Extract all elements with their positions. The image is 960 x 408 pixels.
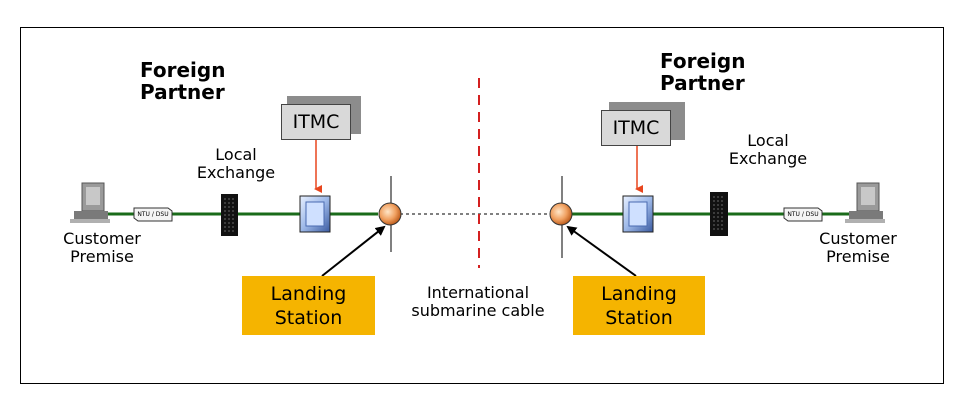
right-customer-line2: Premise [826,247,890,266]
left-exchange-line2: Exchange [196,163,276,182]
left-landing-arrow [321,225,386,277]
cable-line1: International [426,283,530,302]
right-exchange-label: Local Exchange [718,132,818,168]
left-partner-line1: Foreign [140,58,226,82]
left-ntu-label: NTU / DSU [137,211,169,218]
left-ntu-icon [133,207,173,222]
cable-label: International submarine cable [403,284,553,320]
left-partner-line2: Partner [140,80,225,104]
left-switch-icon [299,195,331,233]
right-landing-line2: Station [605,306,673,329]
left-computer-icon [70,182,110,223]
right-landing-ball-icon [549,202,573,226]
left-customer-line2: Premise [70,247,134,266]
right-exchange-line1: Local [747,131,789,150]
left-landing-station: Landing Station [242,276,375,335]
right-landing-arrow [566,225,637,277]
right-switch-icon [622,195,654,233]
right-itmc-box: ITMC [601,110,671,146]
right-ntu-icon [783,207,823,222]
cable-line2: submarine cable [411,301,545,320]
left-landing-line2: Station [274,306,343,329]
left-landing-line1: Landing [270,282,347,305]
right-exchange-line2: Exchange [728,149,808,168]
left-itmc-label: ITMC [292,111,340,133]
right-landing-station: Landing Station [573,276,705,335]
right-partner-line2: Partner [660,71,745,95]
right-partner-line1: Foreign [660,49,746,73]
left-exchange-icon [221,194,238,236]
left-partner-label: Foreign Partner [140,59,225,103]
right-exchange-icon [710,192,728,236]
right-ntu-label: NTU / DSU [787,211,819,218]
left-landing-ball-icon [378,202,402,226]
right-customer-label: Customer Premise [808,230,908,266]
left-customer-label: Customer Premise [52,230,152,266]
diagram-frame [20,27,944,384]
left-itmc-box: ITMC [281,104,351,140]
left-exchange-label: Local Exchange [186,146,286,182]
right-customer-line1: Customer [819,229,897,248]
right-partner-label: Foreign Partner [660,50,745,94]
right-itmc-label: ITMC [612,117,660,139]
left-customer-line1: Customer [63,229,141,248]
right-landing-line1: Landing [601,282,677,305]
left-exchange-line1: Local [215,145,257,164]
right-computer-icon [845,182,885,223]
